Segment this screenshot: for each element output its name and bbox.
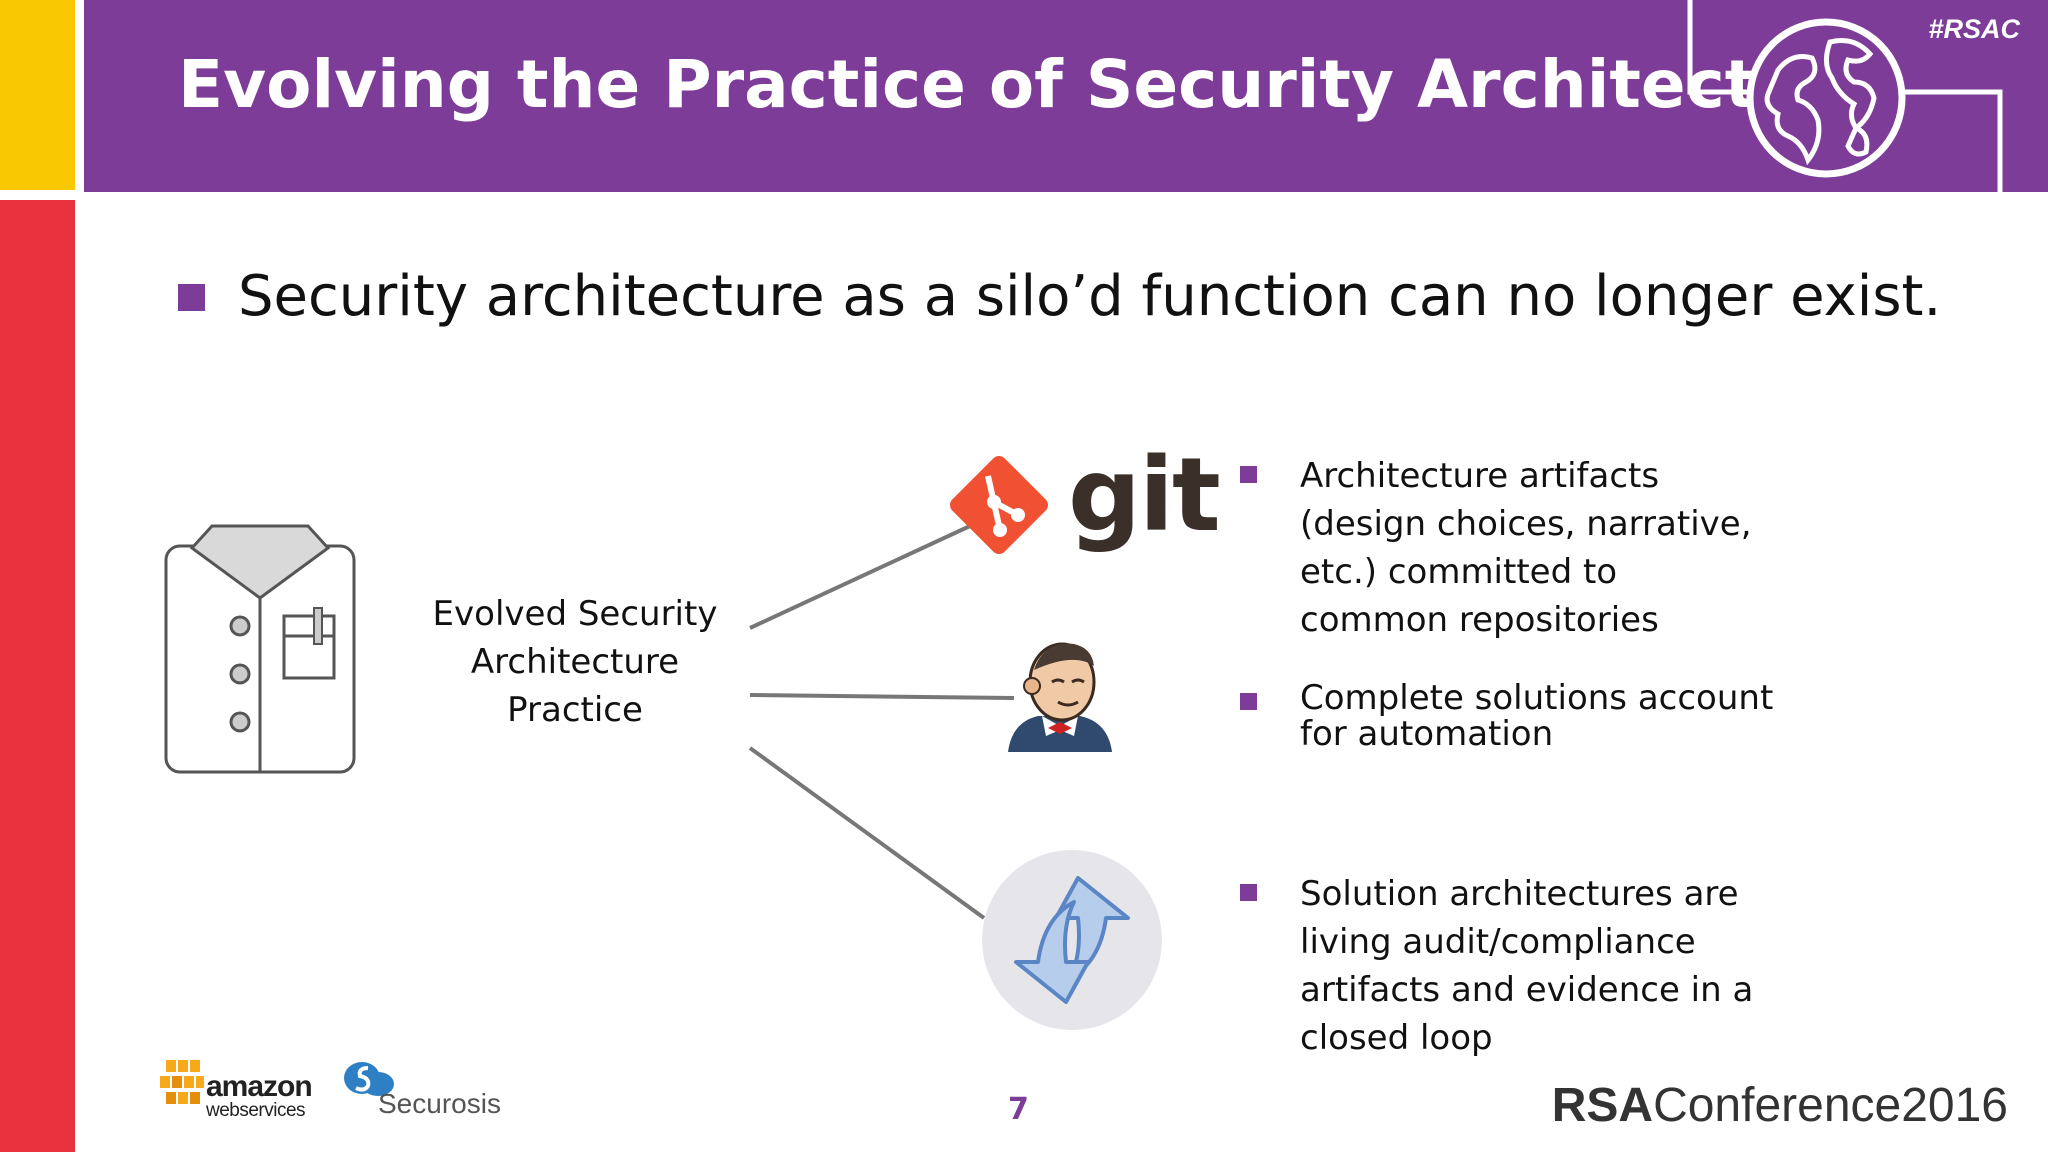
bullet-1-line-4: common repositories — [1300, 600, 1659, 640]
rsa-rest: Conference2016 — [1653, 1079, 2008, 1132]
rsa-bold: RSA — [1551, 1079, 1654, 1132]
practice-label: Evolved Security Architecture Practice — [420, 590, 730, 734]
shirt-icon — [164, 524, 356, 774]
left-accent-yellow — [0, 0, 75, 190]
bullet-marker-1 — [1240, 466, 1257, 483]
git-wordmark: git — [1068, 436, 1221, 555]
git-logo-icon — [949, 455, 1049, 555]
practice-line-3: Practice — [507, 690, 643, 730]
bullet-1-line-1: Architecture artifacts — [1300, 456, 1660, 496]
bullet-marker-3 — [1240, 884, 1257, 901]
bullet-3-line-4: closed loop — [1300, 1018, 1493, 1058]
practice-line-1: Evolved Security — [432, 594, 718, 634]
page-number: 7 — [1008, 1092, 1029, 1127]
jenkins-icon — [1008, 642, 1112, 752]
globe-icon — [1687, 0, 2003, 192]
aws-logo-icon — [160, 1060, 204, 1104]
bullet-1-line-2: (design choices, narrative, — [1300, 504, 1752, 544]
securosis-wordmark: Securosis — [378, 1088, 501, 1119]
bullet-3-line-1: Solution architectures are — [1300, 874, 1739, 914]
slide-header — [84, 0, 2048, 192]
bullet-compliance: Solution architectures are living audit/… — [1300, 870, 1753, 1062]
bullet-1-line-3: etc.) committed to — [1300, 552, 1618, 592]
bullet-artifacts: Architecture artifacts (design choices, … — [1300, 452, 1752, 644]
rsa-conference-logo: RSAConference2016 — [1552, 1078, 2008, 1133]
bullet-automation: Complete solutions account for automatio… — [1300, 680, 1773, 752]
slide-title: Evolving the Practice of Security Archit… — [178, 46, 1881, 123]
left-accent-red — [0, 200, 75, 1152]
main-bullet-text: Security architecture as a silo’d functi… — [238, 264, 1942, 329]
aws-wordmark: amazon — [206, 1070, 313, 1103]
rsac-hashtag: #RSAC — [1928, 14, 2020, 44]
aws-subwordmark: webservices — [206, 1100, 306, 1121]
bullet-2-line-1: Complete solutions account — [1300, 678, 1774, 718]
bullet-3-line-3: artifacts and evidence in a — [1300, 970, 1754, 1010]
practice-line-2: Architecture — [470, 642, 680, 682]
bullet-2-line-2: for automation — [1300, 714, 1554, 754]
main-bullet-marker — [178, 284, 205, 311]
securosis-logo-icon — [344, 1062, 394, 1096]
bullet-marker-2 — [1240, 693, 1257, 710]
bullet-3-line-2: living audit/compliance — [1300, 922, 1696, 962]
sync-arrows-icon — [982, 850, 1162, 1030]
